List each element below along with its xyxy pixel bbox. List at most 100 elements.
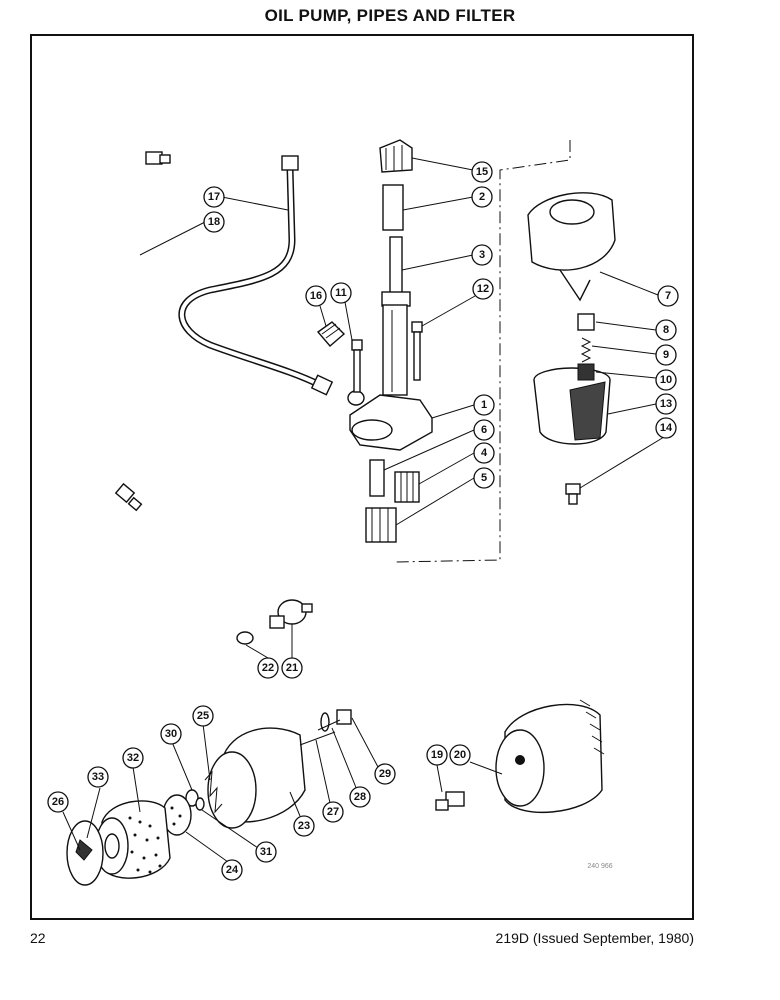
- svg-text:10: 10: [660, 374, 672, 386]
- callout-10: 10: [655, 369, 677, 391]
- bolt-27: [299, 731, 336, 746]
- svg-text:5: 5: [481, 472, 487, 484]
- callout-4: 4: [473, 442, 495, 464]
- svg-text:33: 33: [92, 771, 104, 783]
- svg-text:29: 29: [379, 768, 391, 780]
- sleeve-2: [382, 184, 404, 231]
- callout-3: 3: [471, 244, 493, 266]
- callout-9: 9: [655, 344, 677, 366]
- svg-text:21: 21: [286, 662, 298, 674]
- callout-21: 21: [281, 657, 303, 679]
- svg-text:32: 32: [127, 752, 139, 764]
- gasket-33-plate-26: [66, 820, 104, 886]
- callout-32: 32: [122, 747, 144, 769]
- callout-33: 33: [87, 766, 109, 788]
- svg-text:14: 14: [660, 422, 673, 434]
- callout-6: 6: [473, 419, 495, 441]
- issue-note: 219D (Issued September, 1980): [495, 930, 694, 946]
- callout-25: 25: [192, 705, 214, 727]
- spring-9: [580, 337, 592, 363]
- callout-26: 26: [47, 791, 69, 813]
- image-code: 240 966: [587, 863, 612, 870]
- seal-31: [195, 797, 205, 811]
- svg-text:25: 25: [197, 710, 209, 722]
- svg-text:24: 24: [226, 864, 239, 876]
- pump-body-1: [347, 304, 433, 451]
- callout-27: 27: [322, 801, 344, 823]
- strainer-cover-7: [527, 192, 616, 302]
- pin-6: [369, 459, 385, 497]
- callout-1: 1: [473, 394, 495, 416]
- svg-text:8: 8: [663, 324, 669, 336]
- callout-22: 22: [257, 657, 279, 679]
- svg-text:15: 15: [476, 166, 488, 178]
- bolt-11: [351, 339, 363, 393]
- bolt-12: [411, 321, 423, 381]
- svg-text:23: 23: [298, 820, 310, 832]
- svg-text:4: 4: [481, 447, 488, 459]
- pump-drive-gear-15: [379, 139, 413, 173]
- callout-17: 17: [203, 186, 225, 208]
- svg-text:1: 1: [481, 399, 487, 411]
- svg-text:9: 9: [663, 349, 669, 361]
- svg-text:28: 28: [354, 791, 366, 803]
- svg-text:3: 3: [479, 249, 485, 261]
- svg-text:27: 27: [327, 806, 339, 818]
- oil-pipe-18: [104, 151, 171, 512]
- svg-text:7: 7: [665, 290, 671, 302]
- diagram-frame: [30, 34, 694, 920]
- leader-lines: [62, 157, 665, 863]
- oil-pipe-17: [178, 155, 334, 396]
- spin-on-filter-20: [495, 699, 605, 813]
- assembly-centerline: [394, 140, 571, 563]
- bolt-head-29: [317, 709, 352, 731]
- callout-12: 12: [472, 278, 494, 300]
- svg-text:17: 17: [208, 191, 220, 203]
- bolt-14: [565, 483, 581, 505]
- strainer-screen-13: [533, 363, 611, 445]
- page-number: 22: [30, 930, 46, 946]
- callout-23: 23: [293, 815, 315, 837]
- callout-30: 30: [160, 723, 182, 745]
- callout-16: 16: [305, 285, 327, 307]
- svg-text:22: 22: [262, 662, 274, 674]
- callout-18: 18: [203, 211, 225, 233]
- callout-7: 7: [657, 285, 679, 307]
- callout-5: 5: [473, 467, 495, 489]
- callout-31: 31: [255, 841, 277, 863]
- cap-8: [577, 313, 595, 331]
- svg-text:2: 2: [479, 191, 485, 203]
- pump-shaft-3: [381, 236, 411, 307]
- adaptor-19: [435, 791, 465, 811]
- filter-bowl-23: [207, 727, 306, 829]
- svg-text:11: 11: [335, 287, 347, 299]
- svg-text:18: 18: [208, 216, 220, 228]
- svg-text:30: 30: [165, 728, 177, 740]
- gear-5: [365, 507, 397, 543]
- washer-22: [236, 631, 254, 645]
- svg-text:6: 6: [481, 424, 487, 436]
- page-title: OIL PUMP, PIPES AND FILTER: [264, 6, 516, 25]
- callout-8: 8: [655, 319, 677, 341]
- svg-text:26: 26: [52, 796, 64, 808]
- svg-text:20: 20: [454, 749, 466, 761]
- filter-element-32: [95, 800, 171, 879]
- callout-15: 15: [471, 161, 493, 183]
- callout-11: 11: [330, 282, 352, 304]
- relief-valve-16: [316, 321, 346, 347]
- sender-21: [269, 599, 313, 629]
- callout-14: 14: [655, 417, 677, 439]
- svg-text:13: 13: [660, 398, 672, 410]
- callout-2: 2: [471, 186, 493, 208]
- washer-28: [320, 712, 330, 732]
- callout-13: 13: [655, 393, 677, 415]
- callout-20: 20: [449, 744, 471, 766]
- svg-text:16: 16: [310, 290, 322, 302]
- spring-25: [204, 770, 223, 814]
- svg-text:31: 31: [260, 846, 272, 858]
- callout-19: 19: [426, 744, 448, 766]
- callout-29: 29: [374, 763, 396, 785]
- svg-text:19: 19: [431, 749, 443, 761]
- callout-28: 28: [349, 786, 371, 808]
- callout-24: 24: [221, 859, 243, 881]
